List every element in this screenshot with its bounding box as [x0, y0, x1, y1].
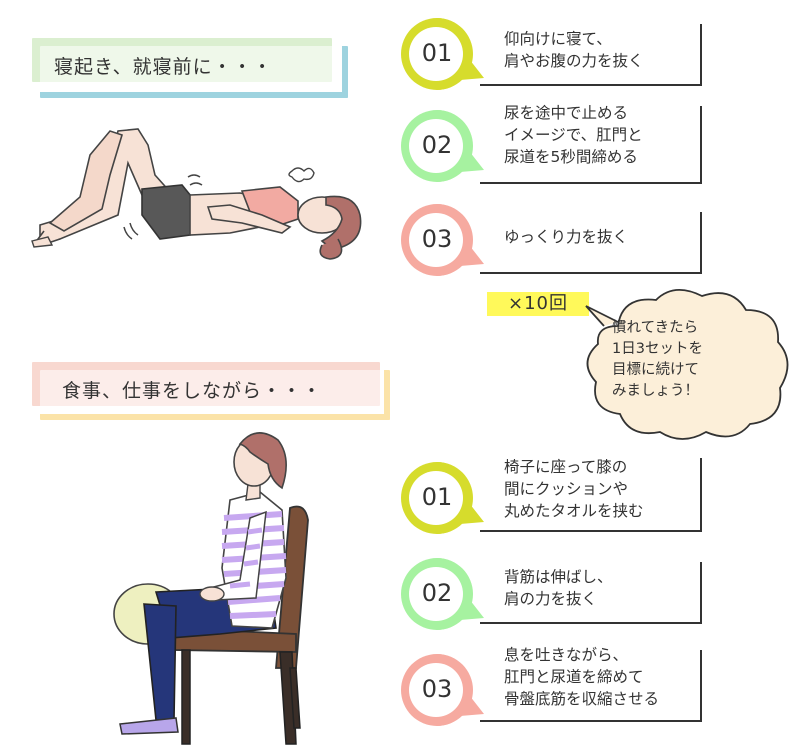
step-number-badge: 03 — [398, 650, 490, 730]
step-number-badge: 03 — [398, 200, 490, 280]
tip-cloud-bubble — [585, 289, 789, 440]
step-number: 02 — [421, 579, 453, 607]
step-number: 03 — [421, 225, 453, 253]
step-text-box — [480, 212, 702, 274]
step-text-line: イメージで、肛門と — [504, 126, 643, 144]
step-text: 椅子に座って膝の 間にクッションや 丸めたタオルを挟む — [504, 456, 644, 522]
step-text: 息を吐きながら、 肛門と尿道を締めて 骨盤底筋を収縮させる — [504, 644, 659, 710]
section-header-bar-b — [40, 46, 348, 98]
tip-cloud-text: 慣れてきたら 1日3セットを 目標に続けて みましょう！ — [612, 318, 772, 402]
step-text-line: 息を吐きながら、 — [504, 646, 629, 664]
step-text-box — [480, 106, 702, 184]
section-title: 寝起き、就寝前に・・・ — [54, 56, 273, 78]
tip-line: みましょう！ — [612, 383, 699, 399]
step-text-box — [480, 458, 702, 532]
step-text: ゆっくり力を抜く — [504, 226, 628, 248]
step-number-badge: 01 — [398, 458, 490, 538]
step-text-line: 肩の力を抜く — [504, 590, 598, 608]
step-number-badge: 01 — [398, 14, 490, 94]
section-title: 食事、仕事をしながら・・・ — [62, 380, 323, 402]
step-text-line: 丸めたタオルを挟む — [504, 502, 644, 520]
step-text-line: 骨盤底筋を収縮させる — [504, 690, 660, 708]
step-text: 仰向けに寝て、 肩やお腹の力を抜く — [504, 28, 644, 72]
step-text-line: 間にクッションや — [504, 480, 629, 498]
step-number: 01 — [421, 39, 453, 67]
step-text: 背筋は伸ばし、 肩の力を抜く — [504, 566, 613, 610]
step-text: 尿を途中で止める イメージで、肛門と 尿道を5秒間締める — [504, 102, 643, 168]
step-text-box — [480, 650, 702, 722]
tip-line: 目標に続けて — [612, 362, 699, 378]
step-number: 03 — [421, 675, 453, 703]
step-text-line: 仰向けに寝て、 — [504, 30, 612, 48]
step-number-badge: 02 — [398, 106, 490, 186]
step-text-line: 尿を途中で止める — [504, 104, 629, 122]
step-text-line: 尿道を5秒間締める — [504, 148, 638, 166]
repeat-count-label: ×10回 — [487, 292, 589, 316]
step-text-line: 椅子に座って膝の — [504, 458, 628, 476]
step-text-line: ゆっくり力を抜く — [504, 228, 629, 246]
sitting-woman-illustration — [113, 432, 309, 745]
tip-line: 1日3セットを — [612, 341, 703, 357]
lying-woman-illustration — [31, 128, 362, 260]
step-text-line: 肛門と尿道を締めて — [504, 668, 644, 686]
section-header-1: 寝起き、就寝前に・・・ — [32, 38, 348, 98]
step-number: 01 — [421, 483, 453, 511]
step-number-badge: 02 — [398, 554, 490, 634]
step-text-line: 肩やお腹の力を抜く — [504, 52, 644, 70]
step-number: 02 — [421, 131, 453, 159]
section-header-fill — [40, 46, 340, 90]
section-header-fill — [40, 370, 384, 414]
section-header-2: 食事、仕事をしながら・・・ — [32, 362, 392, 420]
step-text-line: 背筋は伸ばし、 — [504, 568, 613, 586]
section-header-bar-b — [40, 370, 390, 420]
step-text-box — [480, 562, 702, 624]
tip-line: 慣れてきたら — [612, 320, 699, 336]
step-text-box — [480, 24, 702, 86]
